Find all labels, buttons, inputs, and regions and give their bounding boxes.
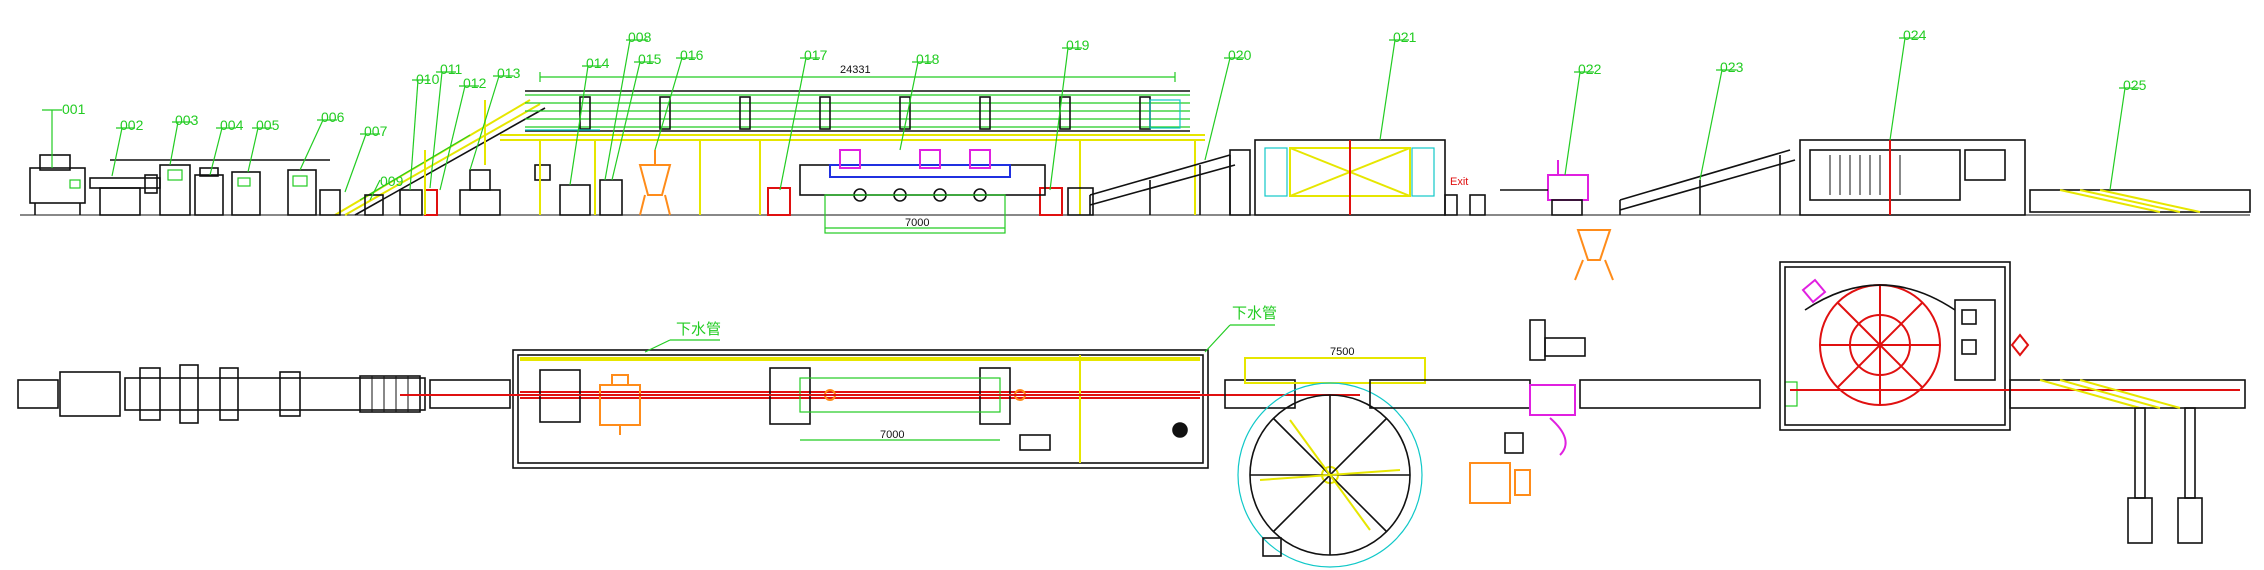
- callout-021: 021: [1393, 29, 1417, 45]
- equipment-006: [287, 169, 317, 216]
- equipment-004: [194, 167, 224, 216]
- equipment-022: [1500, 160, 1614, 281]
- equipment-003: [159, 164, 191, 216]
- drain-pipe-label-2: 下水管: [1232, 304, 1277, 322]
- callout-016: 016: [680, 47, 704, 63]
- incline-conveyors: [319, 99, 546, 216]
- steamer-017-019: [767, 149, 1094, 234]
- callout-006: 006: [321, 109, 345, 125]
- callout-025: 025: [2123, 77, 2147, 93]
- cooling-wheel-spokes: [1250, 395, 1410, 555]
- drain-pipe-label-1: 下水管: [676, 320, 721, 338]
- equipment-020: [1089, 149, 1251, 216]
- callout-011: 011: [440, 61, 463, 77]
- callout-020: 020: [1228, 47, 1252, 63]
- equipment-014-016: [534, 150, 672, 216]
- equipment-024: [1799, 139, 2026, 216]
- equipment-021: Exit: [1254, 139, 1486, 216]
- overhead-rack: [500, 72, 1205, 215]
- dim-steamer-elevation: 7000: [905, 217, 929, 229]
- dim-overall-length: 24331: [840, 64, 871, 76]
- callout-012: 012: [463, 75, 487, 91]
- callouts: 001 002 003 004 005 006 007 008 009 010 …: [42, 27, 2147, 201]
- callout-010: 010: [416, 71, 440, 87]
- callout-024: 024: [1903, 27, 1927, 43]
- equipment-023: [1619, 149, 1796, 215]
- callout-009: 009: [380, 173, 404, 189]
- callout-008: 008: [628, 29, 652, 45]
- elevation-view: Exit: [20, 64, 2251, 281]
- callout-003: 003: [175, 112, 199, 128]
- callout-004: 004: [220, 117, 244, 133]
- callout-002: 002: [120, 117, 144, 133]
- callout-013: 013: [497, 65, 521, 81]
- callout-014: 014: [586, 55, 610, 71]
- callout-017: 017: [804, 47, 828, 63]
- equipment-002: [89, 174, 161, 216]
- callout-022: 022: [1578, 61, 1602, 77]
- dim-cooling-width: 7500: [1330, 346, 1354, 358]
- callout-018: 018: [916, 51, 940, 67]
- equipment-013: [459, 100, 501, 216]
- callout-007: 007: [364, 123, 388, 139]
- exit-note: Exit: [1450, 176, 1468, 188]
- equipment-025: [2029, 189, 2251, 213]
- callout-015: 015: [638, 51, 662, 67]
- plan-view: 7000 下水管 下水管 7500: [17, 261, 2246, 568]
- callout-001: 001: [62, 101, 86, 117]
- equipment-001: [29, 154, 86, 215]
- equipment-005: [231, 171, 261, 216]
- callout-023: 023: [1720, 59, 1744, 75]
- callout-005: 005: [256, 117, 280, 133]
- callout-019: 019: [1066, 37, 1090, 53]
- dim-steamer-plan: 7000: [880, 429, 904, 441]
